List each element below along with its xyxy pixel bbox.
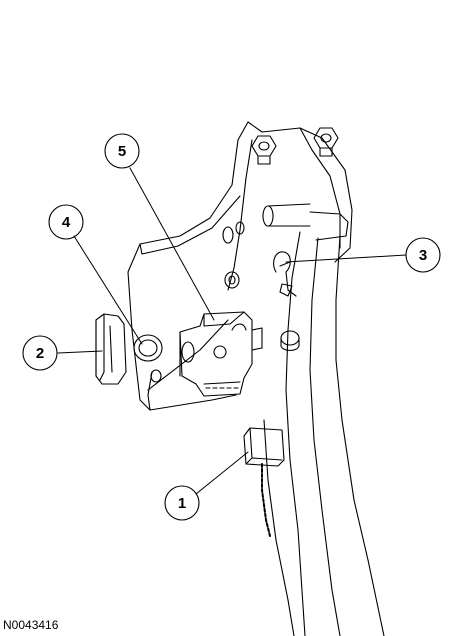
leader-line-2 [57, 350, 103, 354]
callout-5 [104, 133, 140, 169]
callout-5-label: 5 [118, 143, 126, 160]
callout-2 [22, 335, 58, 371]
callout-2-label: 2 [36, 345, 44, 362]
stoplamp-switch [243, 427, 285, 537]
leader-line-3 [285, 254, 407, 263]
callout-3 [405, 237, 441, 273]
callout-1-label: 1 [178, 495, 186, 512]
bracket-nut-left [251, 135, 277, 165]
bushing [133, 271, 240, 362]
pedal-switch-assembly [179, 311, 263, 397]
callout-4-label: 4 [62, 214, 71, 231]
leader-line-4 [73, 235, 143, 345]
pedal-arm [263, 211, 385, 636]
figure-reference-code: N0043416 [3, 618, 59, 632]
pedal-pivot-shaft [235, 203, 311, 235]
leader-line-1 [195, 451, 249, 495]
bracket-nut-right [313, 127, 339, 157]
retaining-clip [273, 251, 297, 297]
callout-4 [48, 204, 84, 240]
pedal-support-bracket [127, 121, 353, 411]
leader-line-5 [129, 167, 215, 321]
callout-1 [164, 485, 200, 521]
pedal-pad-clip [95, 313, 127, 385]
callout-3-label: 3 [419, 247, 427, 264]
